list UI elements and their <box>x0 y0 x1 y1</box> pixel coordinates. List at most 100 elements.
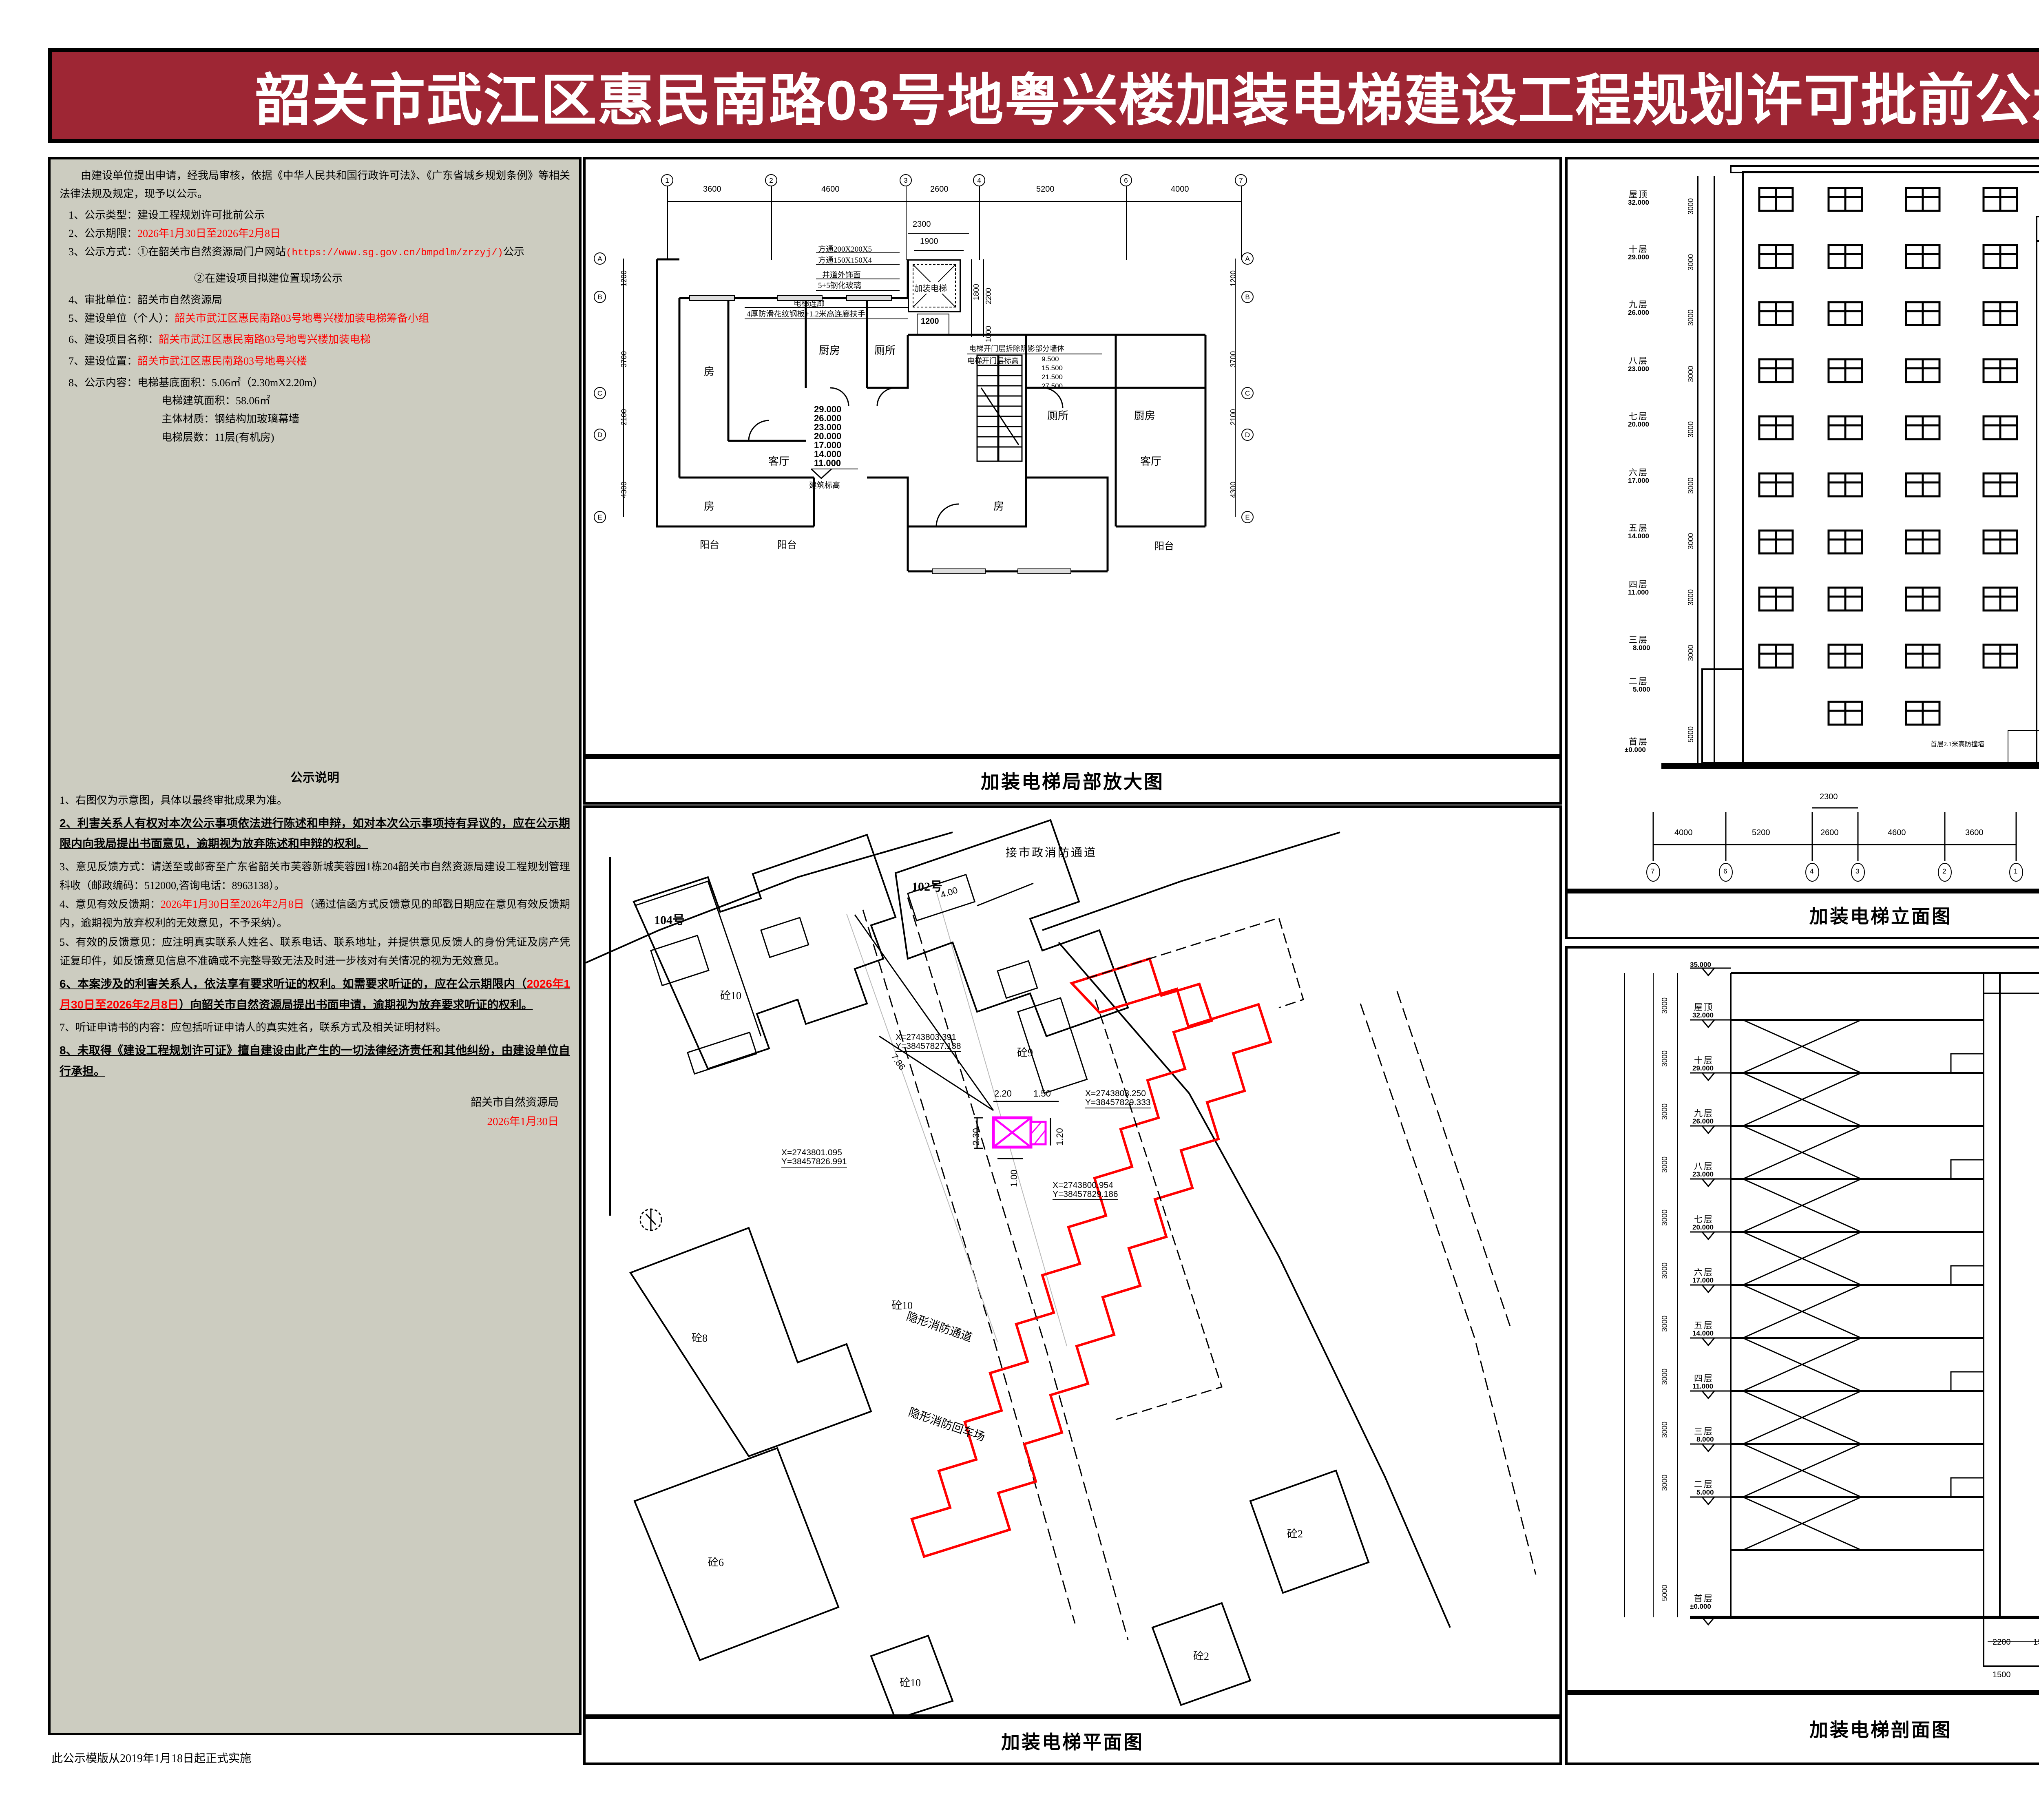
grid-bubble-E: E <box>594 511 606 523</box>
bldg-level-1: 29.000 <box>814 404 842 414</box>
coord-3-y: Y=38457826.991 <box>781 1157 847 1167</box>
elev-storey-dim-7: 3000 <box>1687 589 1695 606</box>
site-dim-230: 2.30 <box>971 1128 981 1146</box>
sec-bottom-dim-1: 1500 <box>2033 1638 2039 1647</box>
ann-corridor: 电梯连廊 <box>794 299 825 308</box>
sec-floor-level-0: 32.000 <box>1692 1011 1714 1019</box>
elev-bottom-dim-2: 2600 <box>1820 828 1839 837</box>
portal-url[interactable]: (https://www.sg.gov.cn/bmpdlm/zrzyj/) <box>286 247 503 259</box>
room-fang-3: 房 <box>993 500 1004 512</box>
sec-floor-level-4: 20.000 <box>1692 1223 1714 1231</box>
elev-bottom-dim-0: 4000 <box>1674 828 1693 837</box>
item-7-label: 7、建设位置： <box>69 355 138 367</box>
grid-bubble-7: 7 <box>1235 174 1247 186</box>
coord-2-y: Y=38457829.333 <box>1085 1098 1151 1108</box>
elev-floor-name-5: 六层 <box>1629 468 1648 478</box>
elevation-caption: 加装电梯立面图 <box>1565 891 2039 939</box>
elev-storey-dim-2: 3000 <box>1687 309 1695 326</box>
notice-item-4-date: 2026年1月30日至2026年2月8日 <box>160 898 304 911</box>
door-level-2: 15.500 <box>1042 364 1063 372</box>
coord-4-x: X=2743800.954 <box>1053 1181 1113 1190</box>
grid-bubble-C: C <box>594 387 606 399</box>
site-label-tong10: 砼10 <box>720 990 742 1002</box>
elevation-drawing <box>1646 165 2039 882</box>
elevator-cabin <box>913 264 956 307</box>
site-label-tong2: 砼2 <box>1287 1528 1303 1540</box>
site-dim-100: 1.00 <box>1009 1170 1019 1187</box>
notice-item-1: 1、右图仅为示意图，具体以最终审批成果为准。 <box>60 794 288 806</box>
item-1: 1、公示类型：建设工程规划许可批前公示 <box>60 206 570 225</box>
elev-grid-0: 7 <box>1651 867 1655 875</box>
item-6: 6、建设项目名称：韶关市武江区惠民南路03号地粤兴楼加装电梯 <box>60 331 570 349</box>
notice-item-4: 4、意见有效反馈期：2026年1月30日至2026年2月8日（通过信函方式反馈意… <box>60 895 570 933</box>
notice-item-2: 2、利害关系人有权对本次公示事项依法进行陈述和申辩，如对本次公示事项持有异议的，… <box>60 816 570 850</box>
elev-storey-dim-8: 3000 <box>1687 644 1695 661</box>
elev-floor-level-0: 32.000 <box>1628 199 1649 206</box>
item-7-value: 韶关市武江区惠民南路03号地粤兴楼 <box>137 355 307 367</box>
grid-bubble-A-right: A <box>1241 252 1254 265</box>
elev-floor-level-8: 8.000 <box>1633 644 1650 652</box>
site-label-tong10c: 砼10 <box>891 1300 913 1311</box>
room-living-2: 客厅 <box>1140 456 1162 467</box>
ann-shaft-facade: 井道外饰面 <box>822 271 861 279</box>
sec-storey-dim-6: 3000 <box>1661 1315 1669 1332</box>
site-plan-drawing <box>586 819 1537 1719</box>
room-balcony-2: 阳台 <box>777 540 797 551</box>
notice-item-3: 3、意见反馈方式：请送至或邮寄至广东省韶关市芙蓉新城芙蓉园1栋204韶关市自然资… <box>60 860 570 891</box>
notice-item-4-post: （通过信函方式反馈意见的邮戳日期应在意见有效反馈期内，逾期视为放弃权利的无效意见… <box>60 898 570 929</box>
grid-bubble-C-right: C <box>1241 387 1254 399</box>
elev-floor-level-6: 14.000 <box>1628 532 1649 540</box>
elev-floor-name-2: 九层 <box>1629 300 1648 310</box>
grid-bubble-B: B <box>594 291 606 303</box>
sec-floor-name-5: 六层 <box>1694 1267 1714 1277</box>
elev-floor-name-3: 八层 <box>1629 356 1648 366</box>
level-marker-icon <box>811 469 833 479</box>
notice-item-8: 8、未取得《建设工程规划许可证》擅自建设由此产生的一切法律经济责任和其他纠纷，由… <box>60 1044 570 1077</box>
elev-bottom-dim-1: 5200 <box>1752 828 1770 837</box>
item-4-value: 韶关市自然资源局 <box>137 294 223 306</box>
room-fang-1: 房 <box>704 366 715 378</box>
item-2-label: 公示期限： <box>84 228 138 240</box>
item-8-line-3: 主体材质：钢结构加玻璃幕墙 <box>161 413 300 425</box>
notice-item-7: 7、听证申请书的内容：应包括听证申请人的真实姓名，联系方式及相关证明材料。 <box>60 1022 447 1034</box>
elev-outer-w-dim: 2300 <box>913 220 931 229</box>
site-plan-panel: 104号 102号 砼10 砼9 砼8 砼6 砼2 砼2 砼10 砼10 接市政… <box>583 805 1562 1719</box>
elev-floor-level-4: 20.000 <box>1628 420 1649 428</box>
site-label-tong9: 砼9 <box>1017 1047 1033 1059</box>
notice-item-6-pre: 6、本案涉及的利害关系人，依法享有要求听证的权利。如需要求听证的，应在公示期限内… <box>60 977 527 991</box>
site-label-tong8: 砼8 <box>692 1332 708 1344</box>
elev-floor-level-2: 26.000 <box>1628 309 1649 316</box>
item-6-label: 6、建设项目名称： <box>69 334 159 346</box>
grid-bubble-6: 6 <box>1120 174 1132 186</box>
site-label-tong2b: 砼2 <box>1193 1650 1210 1662</box>
elev-grid-1: 6 <box>1723 867 1727 875</box>
site-dim-220: 2.20 <box>994 1088 1012 1099</box>
sec-storey-dim-9: 3000 <box>1661 1474 1669 1491</box>
grid-bubble-D: D <box>594 429 606 441</box>
grid-bubble-4: 4 <box>973 174 985 186</box>
item-8-line-2: 电梯建筑面积：58.06㎡ <box>161 395 270 407</box>
top-dim-3: 2600 <box>930 185 949 194</box>
elev-bottom-dim-small: 2300 <box>1820 792 1838 801</box>
ann-glass: 5+5钢化玻璃 <box>818 281 861 290</box>
sec-floor-name-1: 十层 <box>1694 1055 1714 1065</box>
notice-heading: 公示说明 <box>290 771 339 785</box>
site-label-tong6: 砼6 <box>708 1557 724 1568</box>
bldg-level-2: 26.000 <box>814 413 842 423</box>
top-dim-2: 4600 <box>821 185 840 194</box>
grid-bubble-D-right: D <box>1241 429 1254 441</box>
coord-1-x: X=2743803.391 <box>896 1033 956 1042</box>
room-fang-2: 房 <box>704 500 715 512</box>
elev-floor-level-10: ±0.000 <box>1625 746 1646 754</box>
bldg-level-6: 14.000 <box>814 449 842 459</box>
sec-floor-level-2: 26.000 <box>1692 1117 1714 1125</box>
elev-storey-dim-9: 5000 <box>1687 726 1695 743</box>
item-8: 8、公示内容：电梯基底面积：5.06㎡（2.30mX2.20m） <box>60 374 570 392</box>
bldg-level-5: 17.000 <box>814 440 842 450</box>
item-3-value: ①在韶关市自然资源局门户网站 <box>137 245 286 258</box>
elev-storey-dim-0: 3000 <box>1687 198 1695 215</box>
coord-4: X=2743800.954 Y=38457829.186 <box>1053 1181 1118 1201</box>
room-toilet-2: 厕所 <box>1047 410 1069 422</box>
grid-bubble-2: 2 <box>765 174 777 186</box>
sec-floor-level-6: 14.000 <box>1692 1329 1714 1337</box>
